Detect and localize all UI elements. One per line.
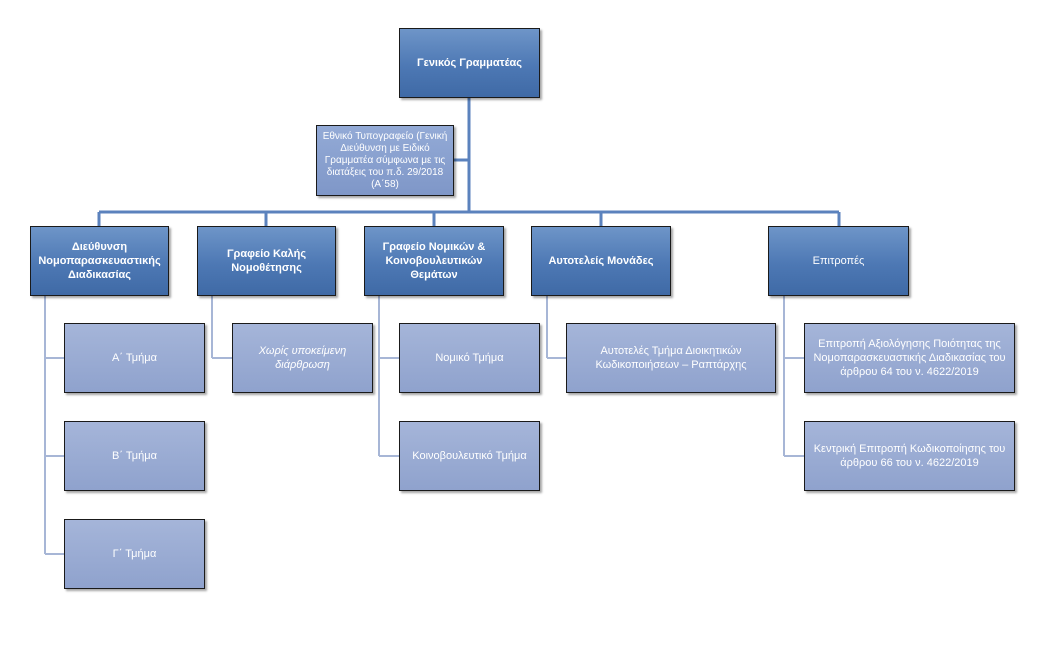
root-label: Γενικός Γραμματέας [416, 57, 523, 69]
assistant-node: Εθνικό Τυπογραφείο (Γενική Διεύθυνση με … [316, 125, 454, 196]
child-label: Επιτροπή Αξιολόγησης Ποιότητας της Νομοπ… [813, 338, 1006, 378]
child-node-no-structure: Χωρίς υποκείμενη διάρθρωση [232, 323, 373, 393]
child-label: Β΄ Τμήμα [112, 450, 157, 462]
child-node-a-tmima: Α΄ Τμήμα [64, 323, 205, 393]
child-node-g-tmima: Γ΄ Τμήμα [64, 519, 205, 589]
department-node-4: Αυτοτελείς Μονάδες [531, 226, 671, 296]
department-label: Γραφείο Καλής Νομοθέτησης [226, 248, 307, 274]
child-node-codification-dept: Αυτοτελές Τμήμα Διοικητικών Κωδικοποιήσε… [566, 323, 776, 393]
department-node-2: Γραφείο Καλής Νομοθέτησης [197, 226, 336, 296]
assistant-label: Εθνικό Τυπογραφείο (Γενική Διεύθυνση με … [322, 130, 448, 190]
child-node-legal-dept: Νομικό Τμήμα [399, 323, 540, 393]
department-label: Διεύθυνση Νομοπαρασκευαστικής Διαδικασία… [38, 241, 161, 281]
child-label: Κοινοβουλευτικό Τμήμα [412, 450, 527, 462]
child-label: Γ΄ Τμήμα [112, 548, 157, 560]
root-node: Γενικός Γραμματέας [399, 28, 540, 98]
child-label: Α΄ Τμήμα [112, 352, 157, 364]
child-node-parliament-dept: Κοινοβουλευτικό Τμήμα [399, 421, 540, 491]
department-label: Αυτοτελείς Μονάδες [548, 255, 654, 267]
child-label: Νομικό Τμήμα [435, 352, 504, 364]
child-node-quality-committee: Επιτροπή Αξιολόγησης Ποιότητας της Νομοπ… [804, 323, 1015, 393]
child-node-b-tmima: Β΄ Τμήμα [64, 421, 205, 491]
child-node-codification-committee: Κεντρική Επιτροπή Κωδικοποίησης του άρθρ… [804, 421, 1015, 491]
department-node-1: Διεύθυνση Νομοπαρασκευαστικής Διαδικασία… [30, 226, 169, 296]
child-label: Χωρίς υποκείμενη διάρθρωση [258, 345, 347, 371]
department-label: Επιτροπές [812, 255, 865, 267]
department-node-5: Επιτροπές [768, 226, 909, 296]
child-label: Αυτοτελές Τμήμα Διοικητικών Κωδικοποιήσε… [595, 345, 747, 371]
department-label: Γραφείο Νομικών & Κοινοβουλευτικών Θεμάτ… [382, 241, 486, 281]
department-node-3: Γραφείο Νομικών & Κοινοβουλευτικών Θεμάτ… [364, 226, 504, 296]
child-label: Κεντρική Επιτροπή Κωδικοποίησης του άρθρ… [813, 443, 1006, 469]
